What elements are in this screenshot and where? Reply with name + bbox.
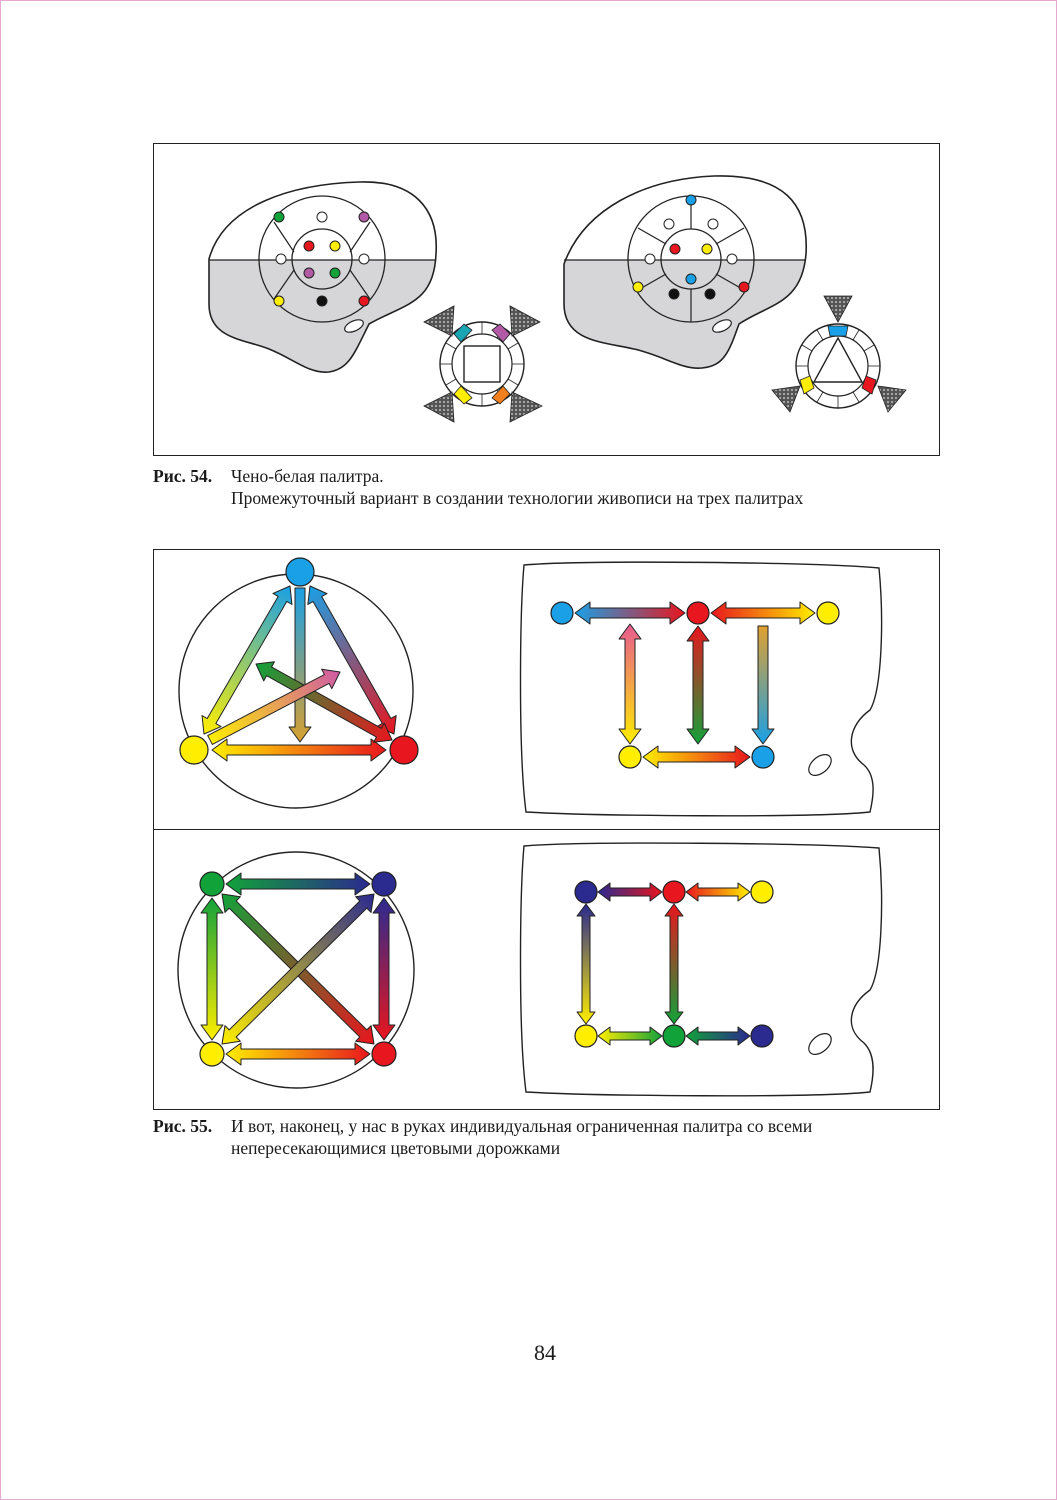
panel-palette-path-1: [519, 561, 883, 817]
gradient-arrow: [597, 882, 663, 902]
figure-55-caption: Рис. 55. И вот, наконец, у нас в руках и…: [153, 1115, 943, 1163]
gradient-arrow: [710, 601, 816, 625]
gradient-arrow: [618, 623, 642, 745]
gradient-arrow: [225, 872, 371, 896]
gradient-arrow: [685, 1026, 751, 1046]
figure-55-divider: [154, 829, 939, 830]
figure-55: [153, 549, 940, 1110]
page-number: 84: [534, 1340, 556, 1365]
gradient-arrow: [576, 903, 596, 1025]
palette-2: [563, 175, 807, 369]
gradient-arrow: [751, 625, 775, 745]
figure-55-illustration: [177, 557, 883, 1097]
figure-55-caption-line-1: И вот, наконец, у нас в руках индивидуал…: [231, 1116, 813, 1136]
gradient-arrow: [372, 897, 396, 1041]
gradient-arrow: [664, 903, 684, 1025]
figure-54-caption-line-2: Промежуточный вариант в создании техноло…: [231, 488, 804, 508]
figure-55-caption-line-2: непересекающимися цветовыми дорожками: [231, 1138, 561, 1158]
gradient-arrow: [200, 897, 224, 1041]
figure-54-caption: Рис. 54. Чено-белая палитра. Промежуточн…: [153, 465, 913, 513]
gradient-arrow: [307, 585, 397, 735]
panel-palette-path-2: [519, 842, 883, 1097]
palette-1: [208, 181, 437, 373]
figure-54-label: Рис. 54.: [153, 466, 213, 486]
figure-54: [153, 143, 940, 456]
figure-54-caption-line-1: Чено-белая палитра.: [231, 466, 384, 486]
figure-55-label: Рис. 55.: [153, 1116, 213, 1136]
gradient-arrow: [207, 668, 341, 745]
color-wheel-triangle: [771, 295, 907, 413]
gradient-arrow: [211, 738, 387, 762]
gradient-arrow: [642, 745, 751, 769]
panel-triangle: [178, 557, 419, 809]
gradient-arrow: [597, 1026, 663, 1046]
gradient-arrow: [221, 893, 375, 1045]
panel-square: [177, 851, 415, 1089]
figure-54-illustration: [208, 175, 907, 423]
gradient-arrow: [685, 882, 751, 902]
gradient-arrow: [288, 587, 312, 743]
gradient-arrow: [201, 585, 293, 735]
gradient-arrow: [225, 1042, 371, 1066]
gradient-arrow: [686, 625, 710, 745]
gradient-arrow: [574, 601, 686, 625]
color-wheel-square: [423, 305, 543, 423]
gradient-arrow: [255, 661, 393, 743]
